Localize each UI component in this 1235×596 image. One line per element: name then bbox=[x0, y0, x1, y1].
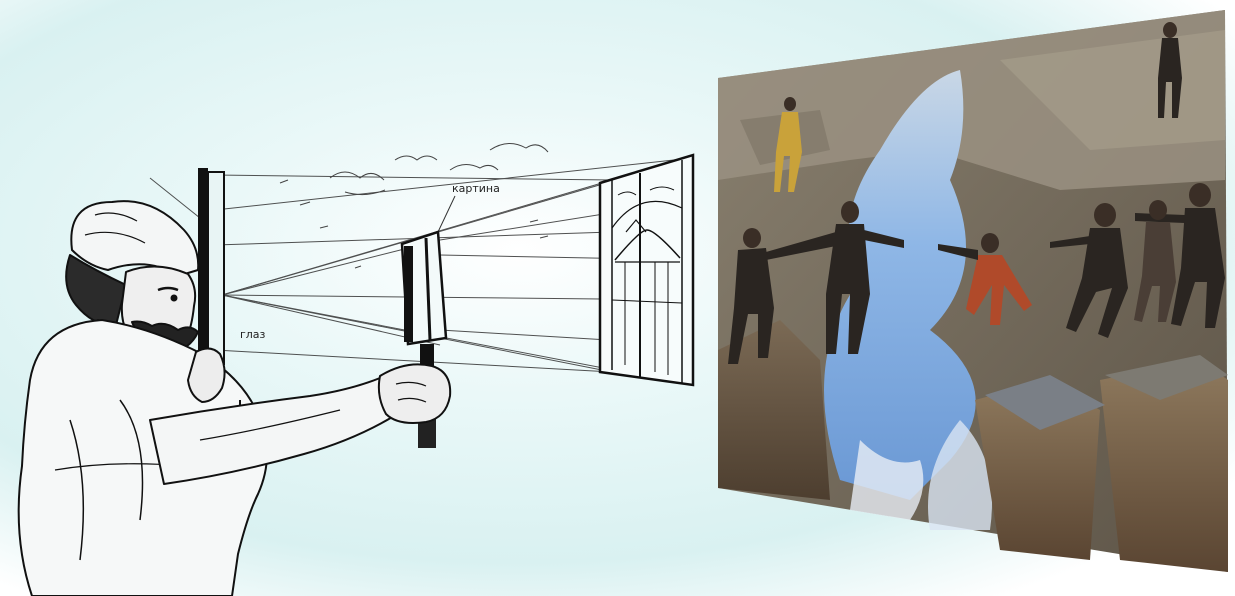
projected-gate-frame bbox=[600, 155, 693, 385]
anamorphic-street-painting bbox=[718, 10, 1228, 572]
drawing-frame bbox=[198, 168, 224, 368]
screen-label: картина bbox=[452, 182, 500, 195]
eye-label: глаз bbox=[240, 328, 266, 341]
